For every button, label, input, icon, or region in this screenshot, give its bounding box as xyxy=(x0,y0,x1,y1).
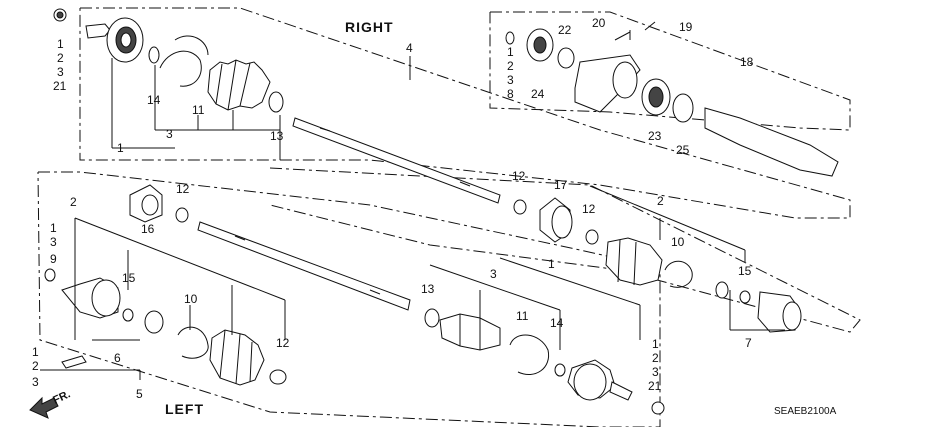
callout-1-left: 1 xyxy=(548,257,555,271)
inboard-joint-right xyxy=(513,197,573,243)
shaft-right xyxy=(292,117,501,204)
intermediate-shaft-parts xyxy=(505,21,839,177)
callout-5: 5 xyxy=(136,387,143,401)
callout-13: 13 xyxy=(270,129,284,143)
boot-left xyxy=(177,326,287,386)
callout-10-left: 10 xyxy=(184,292,198,306)
title-right: RIGHT xyxy=(345,19,394,35)
diagram-code: SEAEB2100A xyxy=(774,406,837,417)
callout-stack-right-top: 1 2 3 21 xyxy=(53,37,67,93)
outboard-joint-left-small xyxy=(44,268,164,334)
front-direction-arrow: FR. xyxy=(29,388,72,419)
callout-22: 22 xyxy=(558,23,572,37)
inboard-joint-left xyxy=(585,229,802,333)
callout-12-left-a: 12 xyxy=(176,182,190,196)
callout-13-left: 13 xyxy=(421,282,435,296)
callout: 1 xyxy=(652,337,659,351)
callout-25: 25 xyxy=(676,143,690,157)
callout: 2 xyxy=(507,59,514,73)
callout: 21 xyxy=(648,379,662,393)
callout-16: 16 xyxy=(141,222,155,236)
callout-1: 1 xyxy=(117,141,124,155)
callout: 3 xyxy=(652,365,659,379)
callout-12-left-b: 12 xyxy=(276,336,290,350)
band-large-right xyxy=(174,35,209,56)
callout-19: 19 xyxy=(679,20,693,34)
callout-11-left: 11 xyxy=(516,309,529,323)
callout-24: 24 xyxy=(531,87,545,101)
callout-2-right: 2 xyxy=(657,194,664,208)
callout-stack-left-d: 1 2 3 xyxy=(32,345,39,389)
callout-11: 11 xyxy=(192,103,205,117)
fr-label: FR. xyxy=(51,388,72,406)
callout: 3 xyxy=(507,73,514,87)
callout-20: 20 xyxy=(592,16,606,30)
callout-17: 17 xyxy=(554,178,568,192)
right-intermediate-frame xyxy=(489,11,851,131)
title-left: LEFT xyxy=(165,401,204,417)
outboard-joint-right xyxy=(85,17,144,63)
tripod-joint-left xyxy=(129,184,189,223)
right-assembly-frame xyxy=(79,7,851,219)
callout: 1 xyxy=(507,45,514,59)
callout: 8 xyxy=(507,87,514,101)
callout: 3 xyxy=(32,375,39,389)
boot-right xyxy=(207,59,271,111)
callout-14: 14 xyxy=(147,93,161,107)
callout-23: 23 xyxy=(648,129,662,143)
boot-left-outer xyxy=(424,308,665,415)
band-small-right xyxy=(159,50,202,87)
callout: 3 xyxy=(50,235,57,249)
callout-stack-left-e: 1 2 3 21 xyxy=(648,337,662,393)
callout: 2 xyxy=(32,359,39,373)
leader-lines xyxy=(40,30,785,380)
callout-14-left: 14 xyxy=(550,316,564,330)
callout-18: 18 xyxy=(740,55,754,69)
callout: 1 xyxy=(50,221,57,235)
callout: 2 xyxy=(652,351,659,365)
callout: 9 xyxy=(50,252,57,266)
callout-stack-left-c: 1 3 9 xyxy=(50,221,57,266)
callout-3-left: 3 xyxy=(490,267,497,281)
callout-stack-intermediate: 1 2 3 8 xyxy=(507,45,514,101)
callout-12-right: 12 xyxy=(582,202,596,216)
callout-4: 4 xyxy=(406,41,413,55)
callout-3: 3 xyxy=(166,127,173,141)
callout-15-left: 15 xyxy=(122,271,136,285)
callout: 1 xyxy=(57,37,64,51)
callout: 21 xyxy=(53,79,67,93)
callout: 2 xyxy=(57,51,64,65)
callout-7: 7 xyxy=(745,336,752,350)
callout-6: 6 xyxy=(114,351,121,365)
callout: 1 xyxy=(32,345,39,359)
left-assembly-frame xyxy=(37,171,661,427)
grease-tube xyxy=(61,355,87,369)
circlip-right xyxy=(148,46,160,64)
nut-right xyxy=(53,8,67,22)
shaft-left xyxy=(197,221,411,311)
callout-15-right: 15 xyxy=(738,264,752,278)
band-inner-right xyxy=(268,91,284,113)
callout-2-left: 2 xyxy=(70,195,77,209)
callout-12-mid: 12 xyxy=(512,169,526,183)
callout-10-right: 10 xyxy=(671,235,685,249)
callout: 3 xyxy=(57,65,64,79)
left-inner-frame xyxy=(269,167,861,333)
